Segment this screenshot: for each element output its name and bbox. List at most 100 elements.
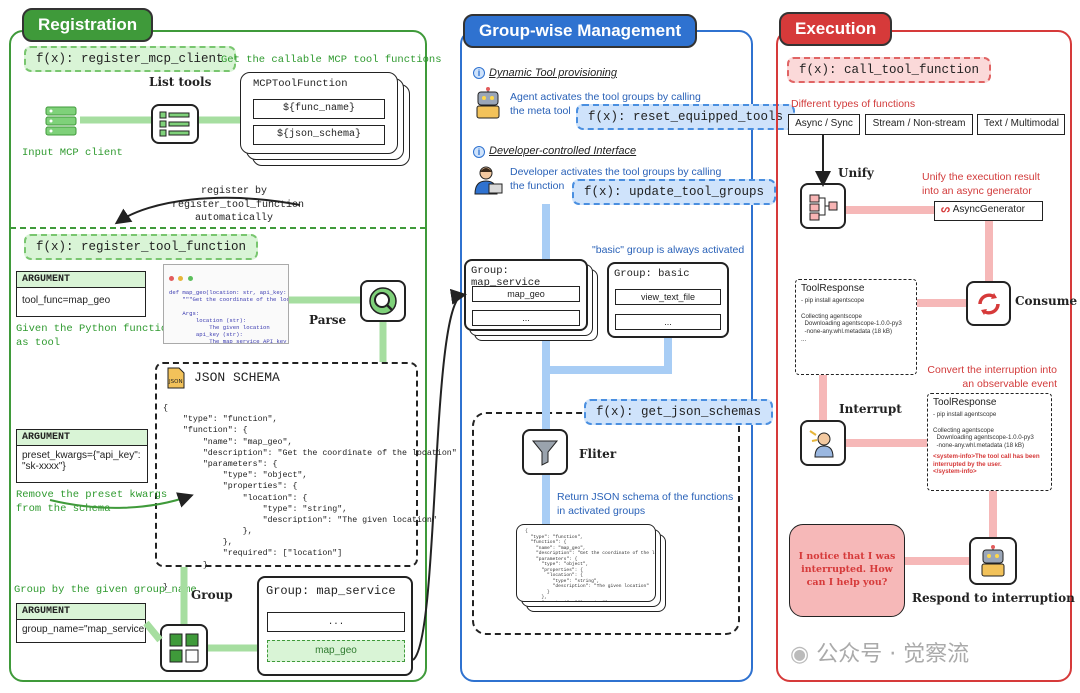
developer-desc-line1: Developer activates the tool groups by c… (510, 166, 722, 178)
type-text-multimodal: Text / Multimodal (977, 114, 1065, 135)
async-generator-label: AsyncGenerator (952, 204, 1025, 215)
execution-panel (776, 30, 1072, 682)
given-python-line1: Given the Python function (16, 323, 174, 335)
interrupt-icon (800, 420, 846, 466)
register-by-line3: automatically (194, 213, 273, 224)
chat-bubble: I notice that I was interrupted. How can… (789, 524, 905, 617)
argument-head: ARGUMENT (17, 272, 145, 288)
get-callable-note: Get the callable MCP tool functions (221, 54, 442, 66)
developer-icon (472, 164, 504, 201)
return-desc-line2: in activated groups (557, 504, 646, 517)
interrupt-label: Interrupt (839, 402, 902, 416)
server-icon (44, 104, 78, 143)
return-desc-line1: Return JSON schema of the functions (557, 491, 734, 503)
unify-desc: Unify the execution result into an async… (922, 171, 1040, 198)
group-basic-title: Group: basic (614, 268, 690, 280)
registration-group-box: Group: map_service ... map_geo (257, 576, 413, 676)
argument-tool-func: ARGUMENT tool_func=map_geo (16, 271, 146, 317)
convert-desc-line2: an observable event (962, 377, 1057, 390)
given-python-line2: as tool (16, 336, 61, 349)
group-label: Group (191, 588, 233, 602)
respond-label: Respond to interruption (912, 591, 1075, 605)
unify-icon (800, 183, 846, 229)
registration-title: Registration (22, 8, 154, 42)
developer-desc-line2: the function (510, 179, 565, 192)
watermark: ◉ 公众号 · 觉察流 (790, 636, 969, 668)
developer-desc: Developer activates the tool groups by c… (510, 166, 721, 193)
svg-text:JSON: JSON (168, 379, 183, 385)
group-map-item-more: ... (472, 310, 580, 326)
json-schema-box (155, 362, 418, 567)
watermark-icon: ◉ (790, 642, 810, 667)
respond-robot-icon (969, 537, 1017, 585)
info-icon: i (473, 67, 485, 79)
input-mcp-client-label: Input MCP client (22, 147, 123, 159)
mini-schema-code: { "type": "function", "function": { "nam… (525, 529, 655, 601)
list-tools-label: List tools (149, 75, 212, 89)
fx-register-tool-function: f(x): register_tool_function (24, 234, 259, 260)
tool-response-1: ToolResponse - pip install agentscope Co… (795, 279, 917, 375)
json-file-icon: JSON (166, 367, 186, 394)
group-basic-item-view-text-file: view_text_file (615, 289, 721, 305)
fx-reset-equipped-tools: f(x): reset_equipped_tools (576, 104, 796, 130)
group-icon (160, 624, 208, 672)
basic-group-note: "basic" group is always activated (592, 244, 745, 256)
tool-response-1-body: - pip install agentscope Collecting agen… (801, 297, 902, 343)
dynamic-desc-line1: Agent activates the tool groups by calli… (510, 91, 701, 103)
json-schema-field: ${json_schema} (253, 125, 385, 145)
refresh-icon (966, 281, 1011, 326)
python-code: def map_geo(location: str, api_key: str)… (169, 289, 288, 344)
group-map-item-map-geo: map_geo (472, 286, 580, 302)
argument-group-name: ARGUMENT group_name="map_service" (16, 603, 148, 643)
argument-head: ARGUMENT (17, 604, 145, 620)
register-by-line1: register by (200, 186, 267, 197)
convert-desc-line1: Convert the interruption into (927, 364, 1057, 376)
dynamic-desc-line2: the meta tool (510, 104, 571, 117)
tool-response-2-body: - pip install agentscope Collecting agen… (933, 411, 1034, 449)
window-dots (164, 265, 288, 289)
register-by-line2: register_tool_function (172, 199, 305, 211)
json-schema-title: JSON SCHEMA (194, 370, 280, 385)
remove-preset-line2: from the schema (16, 502, 111, 515)
fx-call-tool-function: f(x): call_tool_function (787, 57, 992, 83)
return-desc: Return JSON schema of the functions in a… (557, 491, 733, 518)
mcp-tool-function-card: MCPToolFunction ${func_name} ${json_sche… (240, 72, 398, 154)
developer-title: Developer-controlled Interface (489, 145, 637, 157)
dynamic-desc: Agent activates the tool groups by calli… (510, 91, 701, 118)
robot-icon (473, 87, 503, 124)
argument-head: ARGUMENT (17, 430, 147, 446)
registration-group-item-empty: ... (267, 612, 405, 632)
list-icon (151, 104, 199, 144)
async-generator-box: ᔕ AsyncGenerator (934, 201, 1043, 221)
parse-label: Parse (309, 313, 347, 327)
type-async-sync: Async / Sync (788, 114, 860, 135)
tool-response-2: ToolResponse - pip install agentscope Co… (927, 393, 1052, 491)
different-types-note: Different types of functions (791, 98, 916, 110)
registration-group-item-map-geo: map_geo (267, 640, 405, 662)
remove-preset-note: Remove the preset kwargs from the schema (16, 489, 167, 516)
async-generator-icon: ᔕ (941, 204, 950, 215)
watermark-text: 公众号 · 觉察流 (816, 642, 970, 667)
fx-register-mcp-client: f(x): register_mcp_client (24, 46, 236, 72)
python-code-snippet: def map_geo(location: str, api_key: str)… (163, 264, 289, 344)
filter-label: Fliter (579, 447, 617, 461)
group-management-title: Group-wise Management (463, 14, 698, 48)
tool-response-2-info: <system-info>The tool call has been inte… (933, 452, 1040, 476)
fx-get-json-schemas: f(x): get_json_schemas (584, 399, 774, 425)
unify-label: Unify (838, 166, 874, 180)
argument-preset-kwargs: ARGUMENT preset_kwargs={"api_key": "sk-x… (16, 429, 148, 483)
execution-title: Execution (779, 12, 893, 46)
registration-divider (10, 227, 426, 229)
unify-desc-line2: into an async generator (922, 184, 1032, 197)
group-map-service-card: Group: map_service map_geo ... (464, 259, 588, 331)
convert-desc: Convert the interruption into an observa… (922, 364, 1057, 391)
search-icon (360, 280, 406, 322)
type-stream: Stream / Non-stream (865, 114, 973, 135)
given-python-note: Given the Python function as tool (16, 323, 174, 350)
filter-icon (522, 429, 568, 475)
registration-group-title: Group: map_service (266, 584, 396, 598)
group-by-note: Group by the given group_name (14, 584, 197, 596)
fx-update-tool-groups: f(x): update_tool_groups (572, 179, 777, 205)
unify-desc-line1: Unify the execution result (922, 171, 1040, 183)
chat-bubble-text: I notice that I was interrupted. How can… (798, 551, 896, 588)
